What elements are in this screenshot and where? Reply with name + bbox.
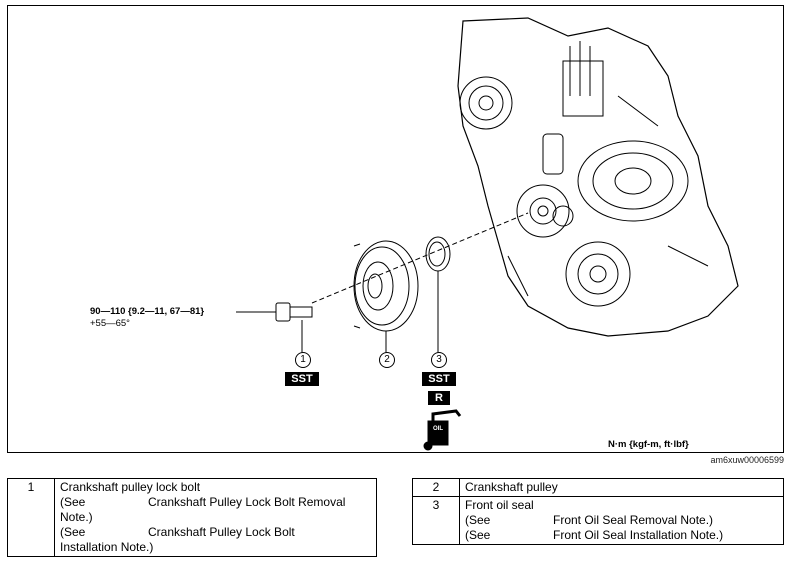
sst-badge-1: SST <box>285 372 319 386</box>
units-label: N·m {kgf-m, ft·lbf} <box>608 439 689 450</box>
oil-can-icon: OIL <box>433 426 443 432</box>
part-name: Crankshaft pulley lock bolt <box>60 480 201 494</box>
part-number: 1 <box>7 478 55 557</box>
part-number: 3 <box>412 496 460 545</box>
part-name: Front oil seal <box>465 498 534 512</box>
part-name: Crankshaft pulley <box>459 478 784 497</box>
parts-table-right: 2 Crankshaft pulley 3 Front oil seal (Se… <box>412 478 784 545</box>
link-installation-note[interactable]: Crankshaft Pulley Lock Bolt <box>148 525 295 539</box>
link-removal-note[interactable]: Crankshaft Pulley Lock Bolt Removal <box>148 495 346 509</box>
part-number: 2 <box>412 478 460 497</box>
torque-spec: 90—110 {9.2—11, 67—81} +55—65° <box>90 306 204 330</box>
link-oil-seal-installation-note[interactable]: Front Oil Seal Installation Note.) <box>553 528 724 542</box>
callout-1: 1 <box>295 352 311 368</box>
torque-angle: +55—65° <box>90 318 130 329</box>
part-ref-installation-cont: Installation Note.) <box>60 540 154 554</box>
figure-id: am6xuw00006599 <box>710 455 784 465</box>
table-row: 2 Crankshaft pulley <box>412 478 784 497</box>
callout-3: 3 <box>431 352 447 368</box>
torque-value: 90—110 {9.2—11, 67—81} <box>90 306 205 317</box>
callout-2: 2 <box>379 352 395 368</box>
exploded-view-figure: 90—110 {9.2—11, 67—81} +55—65° 1 2 3 SST… <box>7 5 784 453</box>
link-oil-seal-removal-note[interactable]: Front Oil Seal Removal Note.) <box>553 513 714 527</box>
replace-badge: R <box>428 391 450 405</box>
engine-illustration <box>236 17 739 451</box>
part-ref-removal-cont: Note.) <box>60 510 93 524</box>
sst-badge-3: SST <box>422 372 456 386</box>
